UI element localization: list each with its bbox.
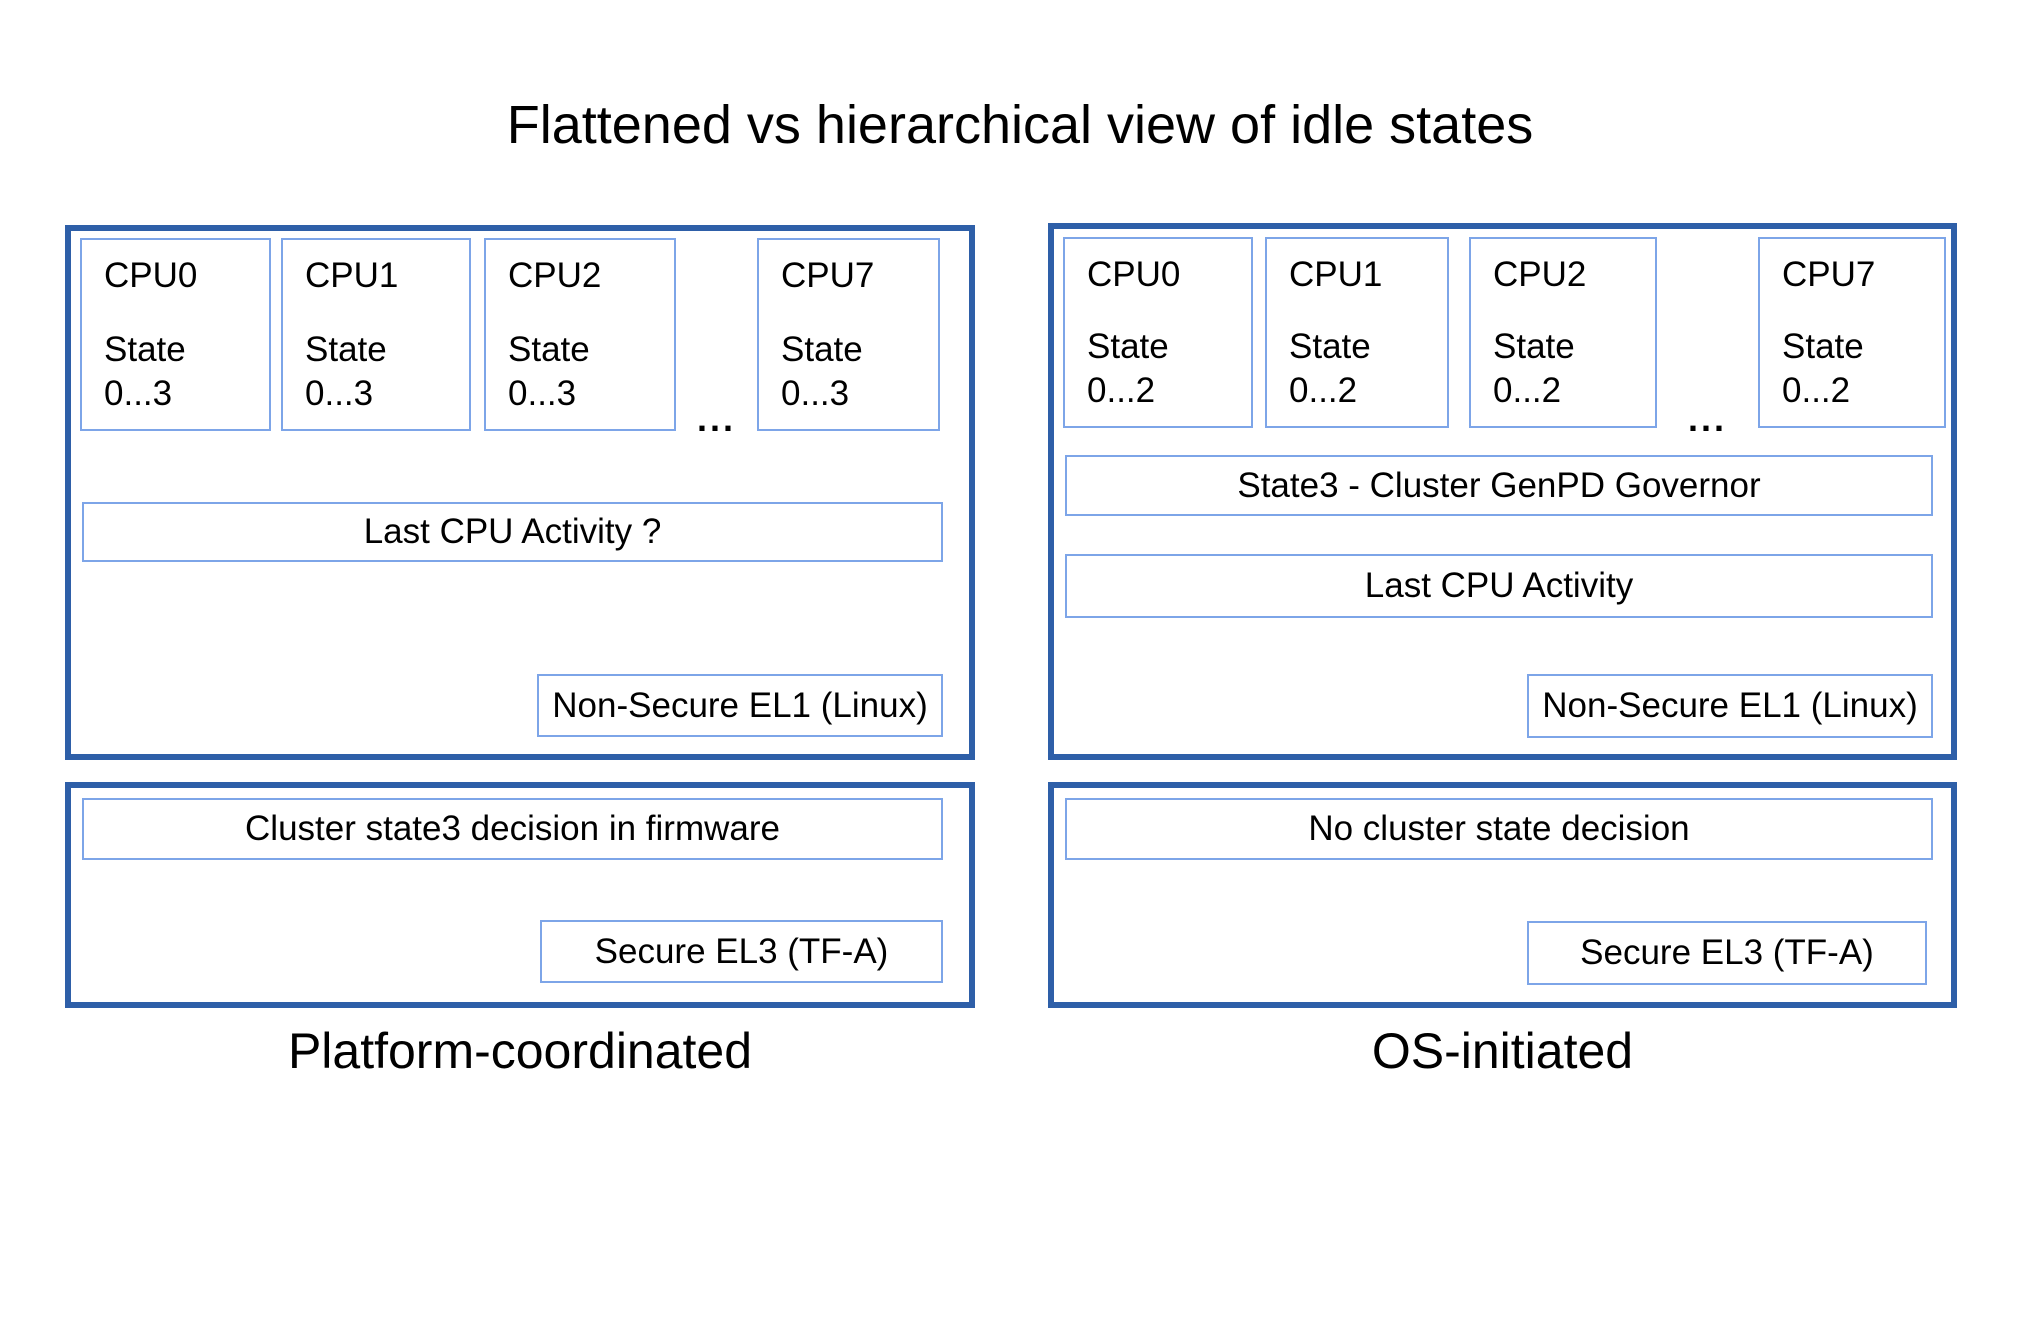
cluster-decision-box: Cluster state3 decision in firmware [82,798,943,860]
cpu-ellipsis: ... [1687,398,1727,439]
non-secure-el1-box: Non-Secure EL1 (Linux) [537,674,943,737]
no-cluster-decision-box: No cluster state decision [1065,798,1933,860]
cpu-label: CPU7 [781,256,875,295]
cpu-label: CPU1 [305,256,399,295]
last-cpu-activity-box: Last CPU Activity ? [82,502,943,562]
non-secure-el1-box: Non-Secure EL1 (Linux) [1527,674,1933,738]
platform-coordinated-caption: Platform-coordinated [287,1023,753,1079]
cpu-label: CPU1 [1289,255,1383,294]
cpu-label: CPU2 [1493,255,1587,294]
slide-title: Flattened vs hierarchical view of idle s… [506,95,1534,155]
cpu-label: CPU7 [1782,255,1876,294]
last-cpu-activity-box: Last CPU Activity [1065,554,1933,618]
cpu-label: CPU2 [508,256,602,295]
secure-el3-box: Secure EL3 (TF-A) [1527,921,1927,985]
os-initiated-caption: OS-initiated [1371,1023,1634,1079]
platform-coordinated-el3-panel: Cluster state3 decision in firmware Secu… [65,782,975,1008]
genpd-governor-box: State3 - Cluster GenPD Governor [1065,455,1933,516]
secure-el3-box: Secure EL3 (TF-A) [540,920,943,983]
cpu-ellipsis: ... [696,398,736,439]
os-initiated-el3-panel: No cluster state decision Secure EL3 (TF… [1048,782,1957,1008]
cpu-label: CPU0 [1087,255,1181,294]
cpu-label: CPU0 [104,256,198,295]
